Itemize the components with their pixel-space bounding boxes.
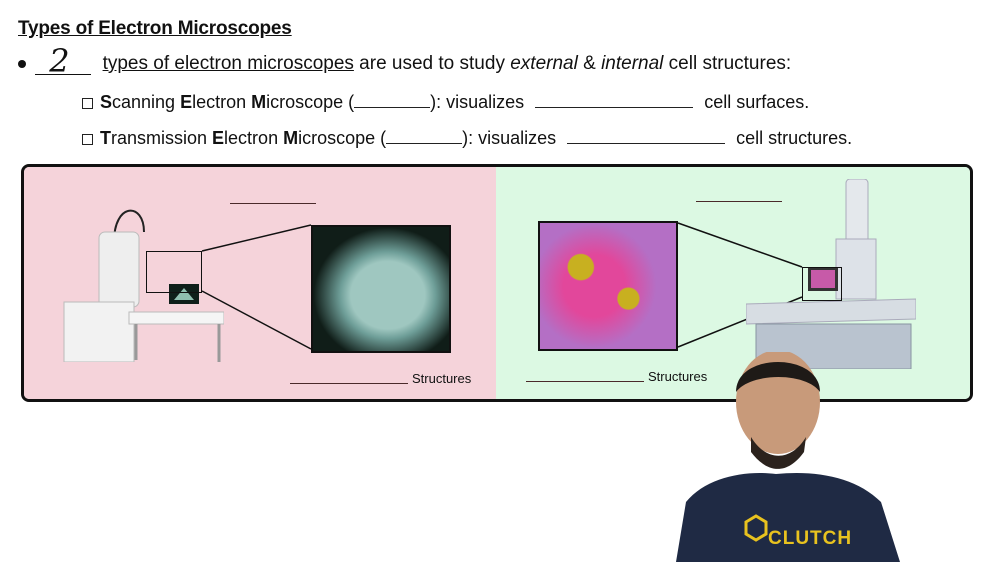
caption-label: Structures bbox=[648, 369, 708, 384]
fill-blank bbox=[567, 129, 726, 144]
italic-external: external bbox=[510, 53, 578, 74]
initial: M bbox=[283, 128, 299, 148]
word: icroscope ( bbox=[266, 92, 355, 112]
initial: M bbox=[251, 92, 267, 112]
initial: E bbox=[212, 128, 225, 148]
tem-item: Transmission Electron Microscope ( ): vis… bbox=[82, 128, 852, 149]
checkbox-icon bbox=[82, 133, 93, 145]
word: ransmission bbox=[111, 128, 213, 148]
initial: T bbox=[100, 128, 111, 148]
caption-label: Structures bbox=[412, 371, 472, 386]
intro-text: are used to study bbox=[353, 53, 511, 74]
caption-blank bbox=[526, 381, 644, 382]
ampersand: & bbox=[577, 53, 602, 74]
handwritten-answer: 2 bbox=[49, 42, 70, 80]
zoom-lines bbox=[201, 224, 312, 350]
monitor-highlight-box bbox=[146, 251, 202, 293]
intro-line: 2 types of electron microscopes are used… bbox=[18, 42, 792, 80]
intro-end: cell structures: bbox=[663, 53, 792, 74]
word: icroscope ( bbox=[298, 128, 387, 148]
initial: S bbox=[100, 92, 113, 112]
word: lectron bbox=[224, 128, 284, 148]
tem-panel: Structures bbox=[496, 167, 970, 399]
initial: E bbox=[180, 92, 193, 112]
checkbox-icon bbox=[82, 97, 93, 109]
sem-panel: Structures bbox=[24, 167, 496, 399]
comparison-panel: Structures Structures bbox=[21, 164, 973, 402]
mid-text: ): visualizes bbox=[430, 92, 530, 112]
bullet-icon bbox=[18, 59, 26, 68]
title-blank bbox=[696, 201, 782, 202]
acronym-blank bbox=[386, 129, 463, 144]
title-blank bbox=[230, 203, 316, 204]
answer-blank: 2 bbox=[35, 42, 92, 80]
sem-machine-image bbox=[63, 209, 224, 362]
italic-internal: internal bbox=[601, 53, 664, 74]
word: lectron bbox=[192, 92, 252, 112]
shirt-logo: CLUTCH bbox=[768, 528, 853, 549]
presenter-video bbox=[676, 352, 900, 562]
cell-tem-image bbox=[538, 221, 678, 351]
word: canning bbox=[112, 92, 181, 112]
underlined-phrase: types of electron microscopes bbox=[102, 53, 354, 74]
caption-blank bbox=[290, 383, 408, 384]
end-text: cell surfaces. bbox=[699, 92, 810, 112]
bacteria-sem-image bbox=[311, 225, 451, 353]
fill-blank bbox=[535, 93, 694, 108]
sem-item: Scanning Electron Microscope ( ): visuali… bbox=[82, 92, 809, 113]
acronym-blank bbox=[354, 93, 431, 108]
mid-text: ): visualizes bbox=[462, 128, 562, 148]
page-title: Types of Electron Microscopes bbox=[18, 18, 292, 39]
end-text: cell structures. bbox=[731, 128, 853, 148]
monitor-highlight-box bbox=[802, 267, 842, 301]
